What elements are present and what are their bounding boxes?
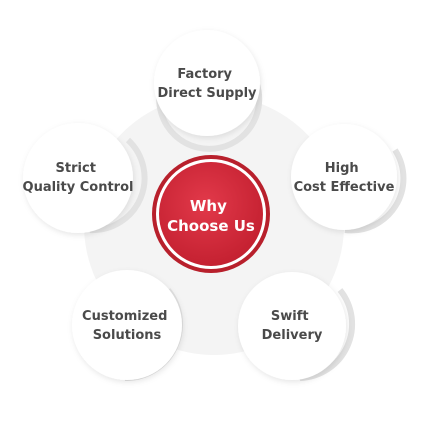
node-label-line2: Quality Control bbox=[23, 180, 134, 195]
svg-text:Strict Quality Control: Strict Quality Control bbox=[23, 161, 134, 195]
node-label-line1: High bbox=[325, 161, 359, 176]
node-circle bbox=[23, 123, 133, 233]
node-label-line2: Delivery bbox=[262, 328, 323, 343]
node-factory-direct-supply: Factory Direct Supply bbox=[154, 30, 263, 152]
node-label-line1: Customized bbox=[82, 309, 167, 324]
svg-text:Why Choose Us: Why Choose Us bbox=[167, 197, 255, 235]
node-arc-shadow bbox=[344, 148, 407, 234]
center-label-line2: Choose Us bbox=[167, 217, 255, 235]
node-label-line1: Swift bbox=[271, 309, 309, 324]
node-strict-quality-control: Strict Quality Control bbox=[23, 123, 148, 234]
center-hub: Why Choose Us bbox=[152, 155, 270, 273]
svg-text:Customized Solutions: Customized Solutions bbox=[82, 309, 172, 343]
node-label-line1: Factory bbox=[177, 67, 232, 82]
node-label-line2: Solutions bbox=[93, 328, 162, 343]
node-arc-shadow bbox=[156, 68, 263, 152]
node-arc-shadow bbox=[299, 288, 356, 381]
node-label-line2: Cost Effective bbox=[294, 180, 395, 195]
node-circle bbox=[238, 272, 346, 380]
svg-text:Swift Delivery: Swift Delivery bbox=[262, 309, 323, 343]
svg-text:High Cost Effective: High Cost Effective bbox=[294, 161, 395, 195]
node-circle bbox=[72, 270, 182, 380]
center-inner-circle bbox=[159, 162, 263, 266]
node-circle bbox=[291, 124, 397, 230]
node-customized-solutions: Customized Solutions bbox=[72, 270, 184, 382]
node-swift-delivery: Swift Delivery bbox=[238, 272, 356, 381]
node-label-line1: Strict bbox=[56, 161, 96, 176]
center-label-line1: Why bbox=[190, 197, 227, 215]
node-circle bbox=[154, 30, 260, 136]
node-arc-shadow bbox=[89, 137, 148, 234]
svg-text:Factory Direct Supply: Factory Direct Supply bbox=[157, 67, 257, 101]
node-label-line2: Direct Supply bbox=[157, 86, 257, 101]
node-high-cost-effective: High Cost Effective bbox=[291, 124, 407, 234]
